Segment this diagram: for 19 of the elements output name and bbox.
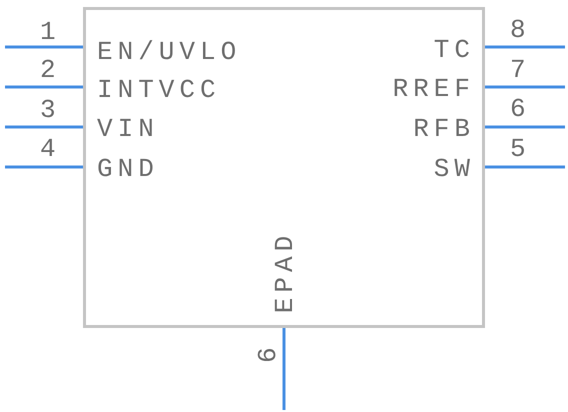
- pin-name: SW: [434, 155, 475, 183]
- pin-number: 6: [510, 95, 526, 123]
- pin-name: EN/UVLO: [97, 38, 242, 66]
- pin-number: 5: [510, 135, 526, 163]
- pin-name: TC: [434, 36, 475, 64]
- pin-name: RFB: [413, 115, 475, 143]
- pin-number: 2: [40, 56, 56, 84]
- pin-number: 1: [40, 18, 56, 46]
- pin-number: 3: [40, 96, 56, 124]
- pin-name: VIN: [97, 115, 159, 143]
- pin-number: 4: [40, 135, 56, 163]
- pin-name: GND: [97, 155, 159, 183]
- pin-number: 7: [510, 56, 526, 84]
- pin-number: 8: [510, 16, 526, 44]
- chip-body: [83, 7, 485, 328]
- pin-name: RREF: [392, 75, 475, 103]
- pin-name: EPAD: [271, 230, 300, 314]
- pin-name: INTVCC: [97, 76, 221, 104]
- pin-number: 9: [250, 347, 279, 363]
